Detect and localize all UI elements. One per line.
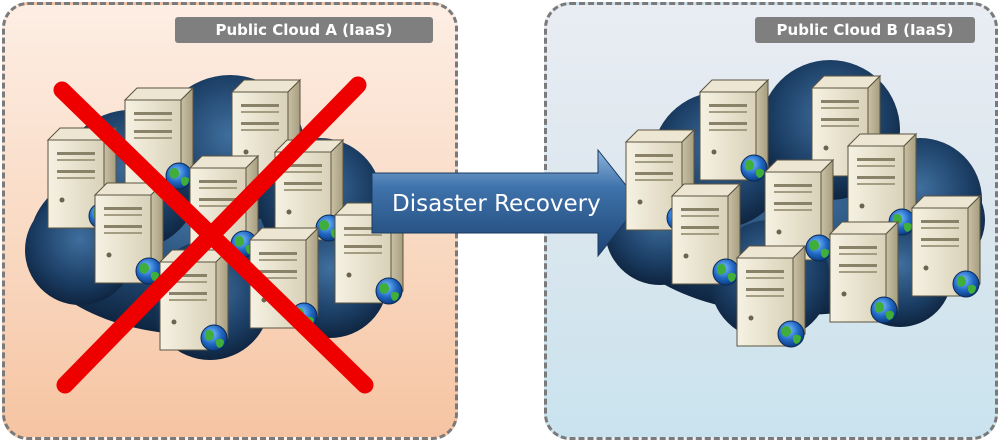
red-x-icon <box>53 76 374 394</box>
disaster-recovery-label: Disaster Recovery <box>392 191 601 217</box>
server-icon <box>93 181 165 285</box>
globe-icon <box>870 296 898 324</box>
server-icon <box>846 132 918 236</box>
globe-icon <box>952 270 980 298</box>
server-icon <box>698 78 770 182</box>
server-icon <box>123 86 195 190</box>
globe-icon <box>375 277 403 305</box>
public-cloud-a-label: Public Cloud A (IaaS) <box>175 17 433 43</box>
globe-icon <box>712 258 740 286</box>
server-icon <box>670 182 742 286</box>
server-icon <box>828 220 900 324</box>
globe-icon <box>135 257 163 285</box>
public-cloud-b-label: Public Cloud B (IaaS) <box>755 17 975 43</box>
server-icon <box>624 128 696 232</box>
globe-icon <box>805 234 833 262</box>
globe-icon <box>777 320 805 348</box>
globe-icon <box>165 162 193 190</box>
server-icon <box>910 194 982 298</box>
globe-icon <box>200 324 228 352</box>
server-icon <box>763 158 835 262</box>
globe-icon <box>740 154 768 182</box>
disaster-recovery-arrow: Disaster Recovery <box>371 148 641 258</box>
server-icon <box>735 244 807 348</box>
cloud-b-servers <box>624 74 982 348</box>
